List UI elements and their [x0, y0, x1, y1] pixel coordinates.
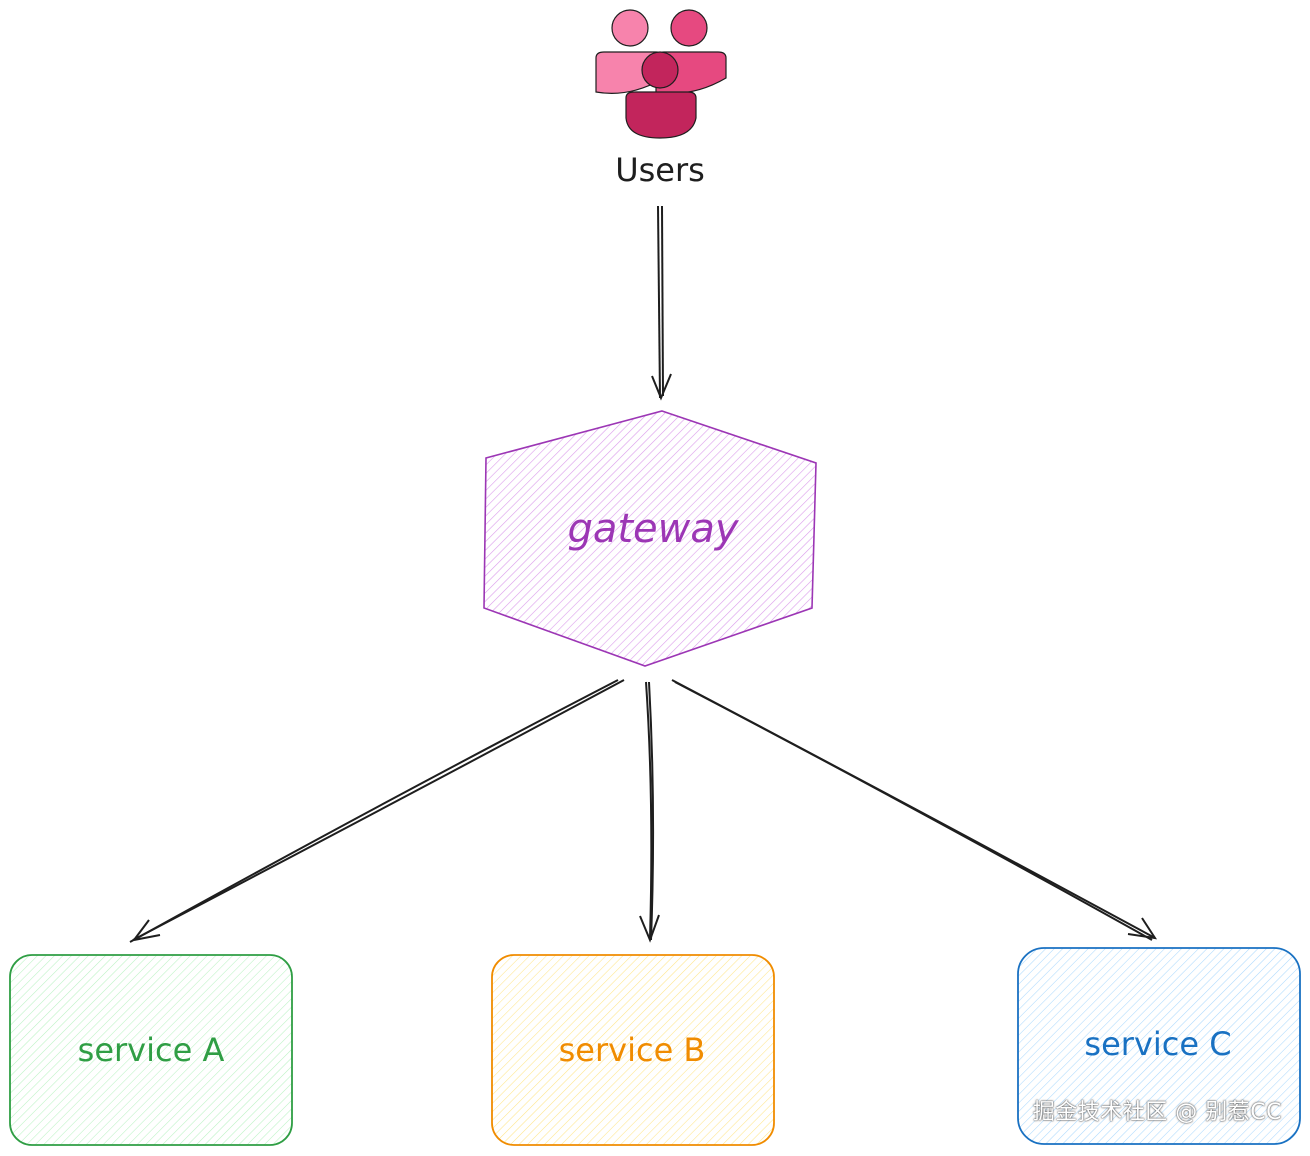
service-a-label: service A [78, 1031, 225, 1069]
gateway-node[interactable]: gateway [483, 410, 817, 667]
edge-users-gateway [651, 205, 672, 401]
gateway-label: gateway [567, 506, 739, 552]
watermark: 掘金技术社区 @ 别惹CC [1032, 1100, 1282, 1125]
service-c-node[interactable]: service C [1017, 947, 1301, 1145]
service-c-box [1017, 947, 1301, 1145]
service-a-node[interactable]: service A [9, 954, 293, 1146]
edge-gateway-service-a [129, 679, 625, 943]
service-b-box [491, 954, 775, 1146]
users-group-icon [595, 9, 727, 139]
gateway-hexagon [483, 410, 817, 667]
service-c-label: service C [1084, 1025, 1231, 1063]
edge-gateway-service-c [671, 679, 1158, 941]
service-b-label: service B [559, 1031, 706, 1069]
edge-gateway-service-b [639, 681, 660, 943]
service-b-node[interactable]: service B [491, 954, 775, 1146]
service-a-box [9, 954, 293, 1146]
users-label: Users [615, 151, 705, 189]
